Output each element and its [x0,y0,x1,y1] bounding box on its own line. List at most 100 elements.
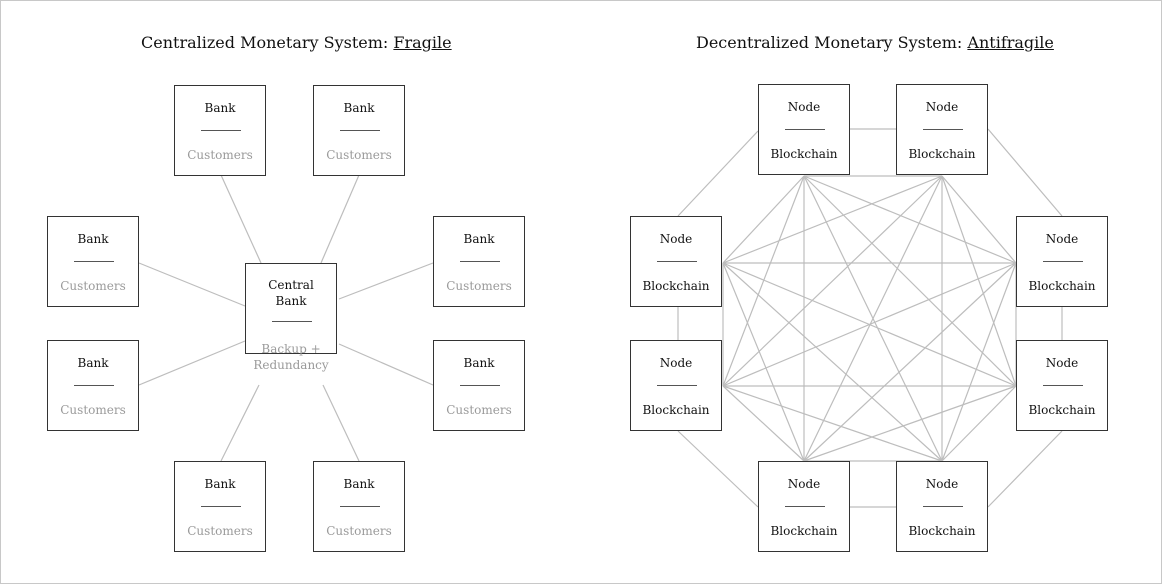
customers-label: Customers [326,524,392,538]
divider [201,506,241,507]
mesh-connector [722,385,805,462]
bank-node: Bank Customers [313,85,405,176]
mesh-connector [803,175,1017,387]
mesh-connector [803,175,943,462]
bank-node: Bank Customers [174,461,266,552]
bank-label: Bank [77,356,109,370]
spoke-connector [322,384,360,462]
customers-label: Customers [60,279,126,293]
bank-node: Bank Customers [313,461,405,552]
divider [1043,261,1083,262]
mesh-connector [803,262,1017,462]
backup-redundancy-label: Backup + Redundancy [253,342,329,372]
divider [657,261,697,262]
mesh-connector [722,175,943,264]
blockchain-node: Node Blockchain [896,461,988,552]
divider [785,506,825,507]
bank-label: Bank [463,356,495,370]
divider [74,261,114,262]
divider [201,130,241,131]
left-diagram-title: Centralized Monetary System: Fragile [141,33,452,52]
bank-label: Bank [204,101,236,115]
divider [1043,385,1083,386]
right-title-text: Decentralized Monetary System: [696,33,968,52]
bank-node: Bank Customers [433,340,525,431]
mesh-connector [722,262,1017,387]
divider [460,385,500,386]
blockchain-label: Blockchain [770,524,838,538]
spoke-connector [220,384,260,462]
divider [657,385,697,386]
bank-node: Bank Customers [47,216,139,307]
bank-node: Bank Customers [174,85,266,176]
blockchain-node: Node Blockchain [758,461,850,552]
customers-label: Customers [187,524,253,538]
bank-label: Bank [463,232,495,246]
blockchain-node: Node Blockchain [630,340,722,431]
mesh-connector [722,175,805,264]
divider [340,506,380,507]
peer-ring-connector [677,430,759,508]
blockchain-node: Node Blockchain [896,84,988,175]
blockchain-label: Blockchain [1028,403,1096,417]
node-label: Node [1045,232,1079,246]
mesh-connector [941,262,1017,462]
node-label: Node [659,356,693,370]
blockchain-node: Node Blockchain [1016,216,1108,307]
spoke-connector [138,262,246,307]
node-label: Node [787,100,821,114]
node-label: Node [925,100,959,114]
spoke-connector [320,174,360,264]
blockchain-label: Blockchain [1028,279,1096,293]
node-label: Node [659,232,693,246]
blockchain-label: Blockchain [770,147,838,161]
mesh-connector [803,385,1017,462]
divider [785,129,825,130]
left-title-text: Centralized Monetary System: [141,33,394,52]
bank-label: Bank [343,101,375,115]
blockchain-label: Blockchain [642,403,710,417]
spoke-connector [338,262,434,300]
divider [923,129,963,130]
spoke-connector [220,174,262,264]
bank-label: Bank [343,477,375,491]
divider [74,385,114,386]
mesh-connector [941,175,1017,387]
divider [272,321,312,322]
mesh-connector [941,175,1017,264]
blockchain-node: Node Blockchain [758,84,850,175]
mesh-connector [722,262,943,462]
node-label: Node [925,477,959,491]
customers-label: Customers [446,403,512,417]
bank-label: Bank [77,232,109,246]
mesh-connector [722,385,943,462]
bank-node: Bank Customers [433,216,525,307]
blockchain-label: Blockchain [908,147,976,161]
bank-node: Bank Customers [47,340,139,431]
right-diagram-title: Decentralized Monetary System: Antifragi… [696,33,1054,52]
mesh-connector [941,385,1017,462]
customers-label: Customers [60,403,126,417]
mesh-connector [803,175,1017,264]
spoke-connector [338,343,434,386]
peer-ring-connector [677,130,759,217]
blockchain-node: Node Blockchain [1016,340,1108,431]
spoke-connector [138,340,246,386]
peer-ring-connector [987,128,1063,217]
peer-ring-connector [987,430,1063,508]
central-bank-node: Central Bank Backup + Redundancy [245,263,337,372]
divider [460,261,500,262]
central-bank-label: Central Bank [268,278,314,308]
divider [340,130,380,131]
blockchain-node: Node Blockchain [630,216,722,307]
customers-label: Customers [187,148,253,162]
node-label: Node [787,477,821,491]
divider [923,506,963,507]
left-title-emphasis: Fragile [393,33,452,52]
customers-label: Customers [326,148,392,162]
mesh-connector [722,262,805,462]
node-label: Node [1045,356,1079,370]
blockchain-label: Blockchain [642,279,710,293]
